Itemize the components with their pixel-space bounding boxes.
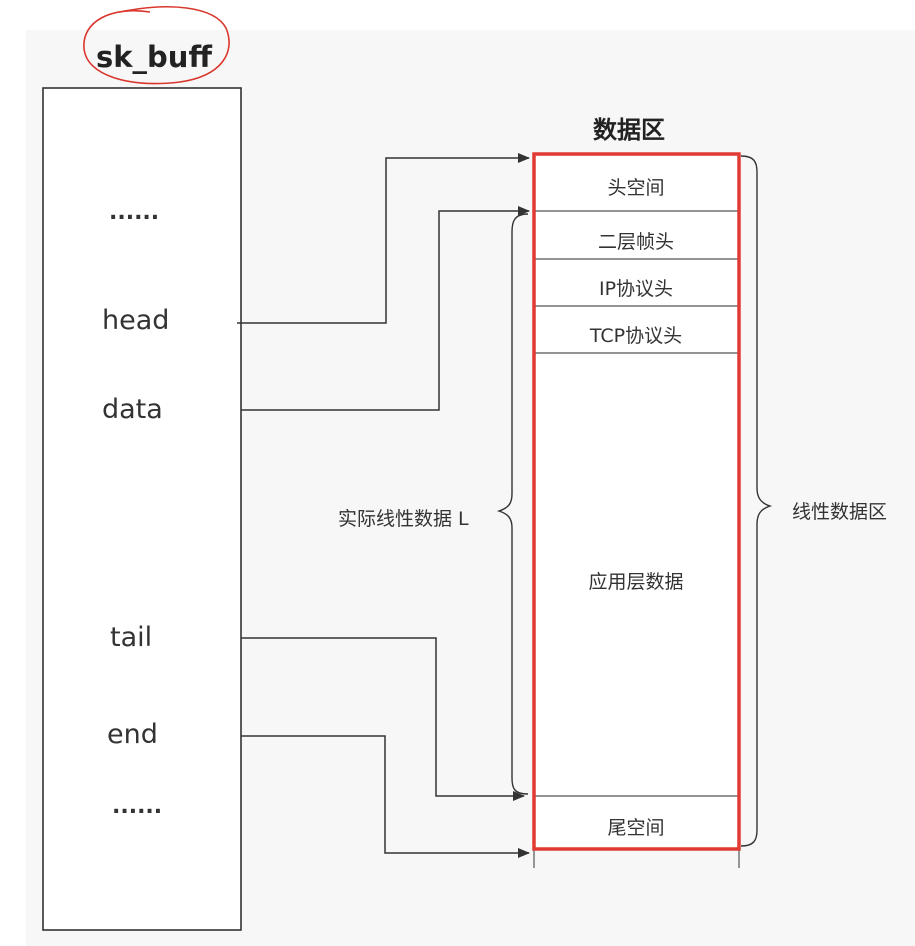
right-brace xyxy=(740,155,773,847)
segment-tailroom: 尾空间 xyxy=(607,817,665,839)
ellipsis-bottom: ...... xyxy=(112,794,163,819)
data-area-highlight xyxy=(532,152,741,851)
segment-headroom: 头空间 xyxy=(607,177,665,199)
data-area-title: 数据区 xyxy=(593,116,665,144)
linear-data-area-label: 线性数据区 xyxy=(792,501,888,523)
head-pointer-arrow xyxy=(237,153,530,324)
head-field: head xyxy=(102,305,170,336)
tail-field: tail xyxy=(110,622,153,653)
data-area-box xyxy=(534,154,739,849)
ellipsis-top: ...... xyxy=(109,200,160,225)
tail-pointer-arrow xyxy=(241,637,525,801)
segment-l2-header: 二层帧头 xyxy=(597,231,674,253)
data-pointer-arrow xyxy=(241,206,530,411)
end-pointer-arrow xyxy=(241,735,530,858)
segment-app-data: 应用层数据 xyxy=(588,571,684,593)
actual-linear-data-label: 实际线性数据 L xyxy=(338,508,469,530)
left-brace xyxy=(496,213,529,795)
segment-tcp-header: TCP协议头 xyxy=(589,325,683,347)
end-field: end xyxy=(107,719,158,750)
segment-ip-header: IP协议头 xyxy=(598,278,674,300)
skbuff-box xyxy=(42,87,242,931)
title-circle-annotation xyxy=(83,6,230,85)
skbuff-title: sk_buff xyxy=(96,40,212,74)
data-field: data xyxy=(102,394,163,425)
